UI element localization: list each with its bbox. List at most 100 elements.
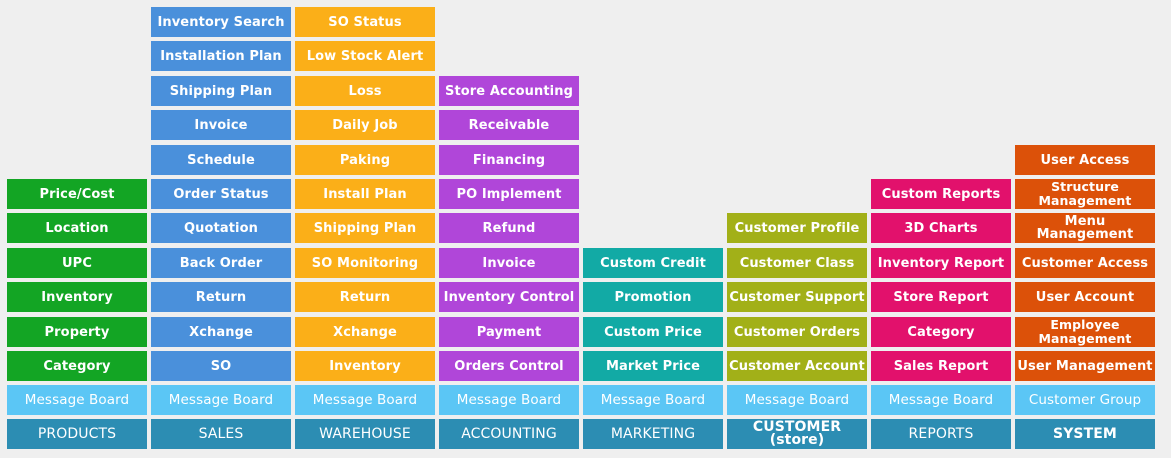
menu-item-marketing-promotion[interactable]: Promotion [583, 282, 723, 312]
menu-item-customer-customer-orders[interactable]: Customer Orders [727, 317, 867, 347]
menu-item-customer-customer-class[interactable]: Customer Class [727, 248, 867, 278]
menu-item-products-property[interactable]: Property [7, 317, 147, 347]
menu-item-sales-shipping-plan[interactable]: Shipping Plan [151, 76, 291, 106]
menu-item-accounting-po-implement[interactable]: PO Implement [439, 179, 579, 209]
menu-item-warehouse-low-stock-alert[interactable]: Low Stock Alert [295, 41, 435, 71]
menu-item-sales-return[interactable]: Return [151, 282, 291, 312]
module-header-sales[interactable]: SALES [151, 419, 291, 449]
menu-item-label: Invoice [482, 255, 536, 271]
message-board-label: Message Board [24, 391, 130, 408]
message-board-label: Message Board [456, 391, 562, 408]
menu-item-products-category[interactable]: Category [7, 351, 147, 381]
menu-item-accounting-store-accounting[interactable]: Store Accounting [439, 76, 579, 106]
menu-item-accounting-refund[interactable]: Refund [439, 213, 579, 243]
module-header-reports[interactable]: REPORTS [871, 419, 1011, 449]
menu-item-label: Menu Management [1036, 214, 1134, 242]
menu-item-accounting-receivable[interactable]: Receivable [439, 110, 579, 140]
menu-item-accounting-orders-control[interactable]: Orders Control [439, 351, 579, 381]
menu-item-marketing-custom-credit[interactable]: Custom Credit [583, 248, 723, 278]
menu-item-products-inventory[interactable]: Inventory [7, 282, 147, 312]
menu-item-products-upc[interactable]: UPC [7, 248, 147, 278]
module-header-marketing[interactable]: MARKETING [583, 419, 723, 449]
message-board-warehouse[interactable]: Message Board [295, 385, 435, 415]
menu-item-sales-installation-plan[interactable]: Installation Plan [151, 41, 291, 71]
menu-item-products-price-cost[interactable]: Price/Cost [7, 179, 147, 209]
menu-item-label: Refund [482, 220, 536, 236]
menu-item-label: Receivable [468, 117, 550, 133]
menu-item-sales-schedule[interactable]: Schedule [151, 145, 291, 175]
menu-item-system-customer-access[interactable]: Customer Access [1015, 248, 1155, 278]
menu-item-system-user-account[interactable]: User Account [1015, 282, 1155, 312]
menu-item-accounting-financing[interactable]: Financing [439, 145, 579, 175]
menu-item-accounting-inventory-control[interactable]: Inventory Control [439, 282, 579, 312]
menu-item-label: Shipping Plan [169, 83, 273, 99]
menu-item-system-user-access[interactable]: User Access [1015, 145, 1155, 175]
menu-item-warehouse-return[interactable]: Return [295, 282, 435, 312]
menu-item-label: Market Price [605, 358, 701, 374]
menu-item-accounting-payment[interactable]: Payment [439, 317, 579, 347]
menu-item-reports-store-report[interactable]: Store Report [871, 282, 1011, 312]
menu-item-warehouse-shipping-plan[interactable]: Shipping Plan [295, 213, 435, 243]
menu-item-label: Price/Cost [39, 186, 115, 202]
message-board-products[interactable]: Message Board [7, 385, 147, 415]
message-board-sales[interactable]: Message Board [151, 385, 291, 415]
menu-item-reports-sales-report[interactable]: Sales Report [871, 351, 1011, 381]
menu-item-reports-inventory-report[interactable]: Inventory Report [871, 248, 1011, 278]
menu-item-label: Store Report [893, 289, 989, 305]
menu-item-system-user-management[interactable]: User Management [1015, 351, 1155, 381]
menu-item-label: Order Status [173, 186, 269, 202]
menu-item-accounting-invoice[interactable]: Invoice [439, 248, 579, 278]
module-column-products: PRODUCTS Message Board Category Property Inv… [7, 0, 147, 452]
menu-item-reports-3d-charts[interactable]: 3D Charts [871, 213, 1011, 243]
message-board-accounting[interactable]: Message Board [439, 385, 579, 415]
message-board-marketing[interactable]: Message Board [583, 385, 723, 415]
menu-item-sales-so[interactable]: SO [151, 351, 291, 381]
menu-item-label: Sales Report [893, 358, 989, 374]
menu-item-label: Custom Reports [881, 186, 1001, 202]
menu-item-marketing-market-price[interactable]: Market Price [583, 351, 723, 381]
menu-item-system-employee-management[interactable]: Employee Management [1015, 317, 1155, 347]
menu-item-customer-customer-support[interactable]: Customer Support [727, 282, 867, 312]
menu-item-customer-customer-profile[interactable]: Customer Profile [727, 213, 867, 243]
menu-item-label: User Account [1035, 289, 1135, 305]
module-header-label: REPORTS [908, 425, 974, 442]
message-board-reports[interactable]: Message Board [871, 385, 1011, 415]
menu-item-warehouse-paking[interactable]: Paking [295, 145, 435, 175]
menu-item-system-menu-management[interactable]: Menu Management [1015, 213, 1155, 243]
menu-item-warehouse-daily-job[interactable]: Daily Job [295, 110, 435, 140]
module-header-system[interactable]: SYSTEM [1015, 419, 1155, 449]
menu-item-label: SO Monitoring [311, 255, 419, 271]
menu-item-reports-category[interactable]: Category [871, 317, 1011, 347]
message-board-customer[interactable]: Message Board [727, 385, 867, 415]
menu-item-reports-custom-reports[interactable]: Custom Reports [871, 179, 1011, 209]
menu-item-warehouse-so-status[interactable]: SO Status [295, 7, 435, 37]
module-header-customer[interactable]: CUSTOMER (store) [727, 419, 867, 449]
menu-item-sales-order-status[interactable]: Order Status [151, 179, 291, 209]
module-header-warehouse[interactable]: WAREHOUSE [295, 419, 435, 449]
menu-item-system-structure-management[interactable]: Structure Management [1015, 179, 1155, 209]
menu-item-warehouse-install-plan[interactable]: Install Plan [295, 179, 435, 209]
menu-item-label: Payment [476, 324, 542, 340]
menu-item-warehouse-inventory[interactable]: Inventory [295, 351, 435, 381]
menu-item-label: Structure Management [1038, 179, 1132, 208]
menu-item-warehouse-xchange[interactable]: Xchange [295, 317, 435, 347]
menu-item-warehouse-so-monitoring[interactable]: SO Monitoring [295, 248, 435, 278]
module-header-label: SYSTEM [1053, 425, 1117, 442]
menu-item-products-location[interactable]: Location [7, 213, 147, 243]
menu-item-label: SO [210, 358, 232, 374]
menu-item-customer-customer-account[interactable]: Customer Account [727, 351, 867, 381]
menu-item-label: Employee Management [1038, 317, 1132, 346]
menu-item-sales-back-order[interactable]: Back Order [151, 248, 291, 278]
message-board-system[interactable]: Customer Group [1015, 385, 1155, 415]
menu-item-sales-quotation[interactable]: Quotation [151, 213, 291, 243]
module-header-accounting[interactable]: ACCOUNTING [439, 419, 579, 449]
module-header-products[interactable]: PRODUCTS [7, 419, 147, 449]
menu-item-sales-invoice[interactable]: Invoice [151, 110, 291, 140]
menu-item-label: Customer Class [739, 255, 855, 271]
menu-item-warehouse-loss[interactable]: Loss [295, 76, 435, 106]
module-column-accounting: ACCOUNTING Message Board Orders Control Pay… [439, 0, 579, 452]
menu-item-marketing-custom-price[interactable]: Custom Price [583, 317, 723, 347]
menu-item-label: UPC [62, 255, 92, 271]
menu-item-sales-inventory-search[interactable]: Inventory Search [151, 7, 291, 37]
menu-item-sales-xchange[interactable]: Xchange [151, 317, 291, 347]
